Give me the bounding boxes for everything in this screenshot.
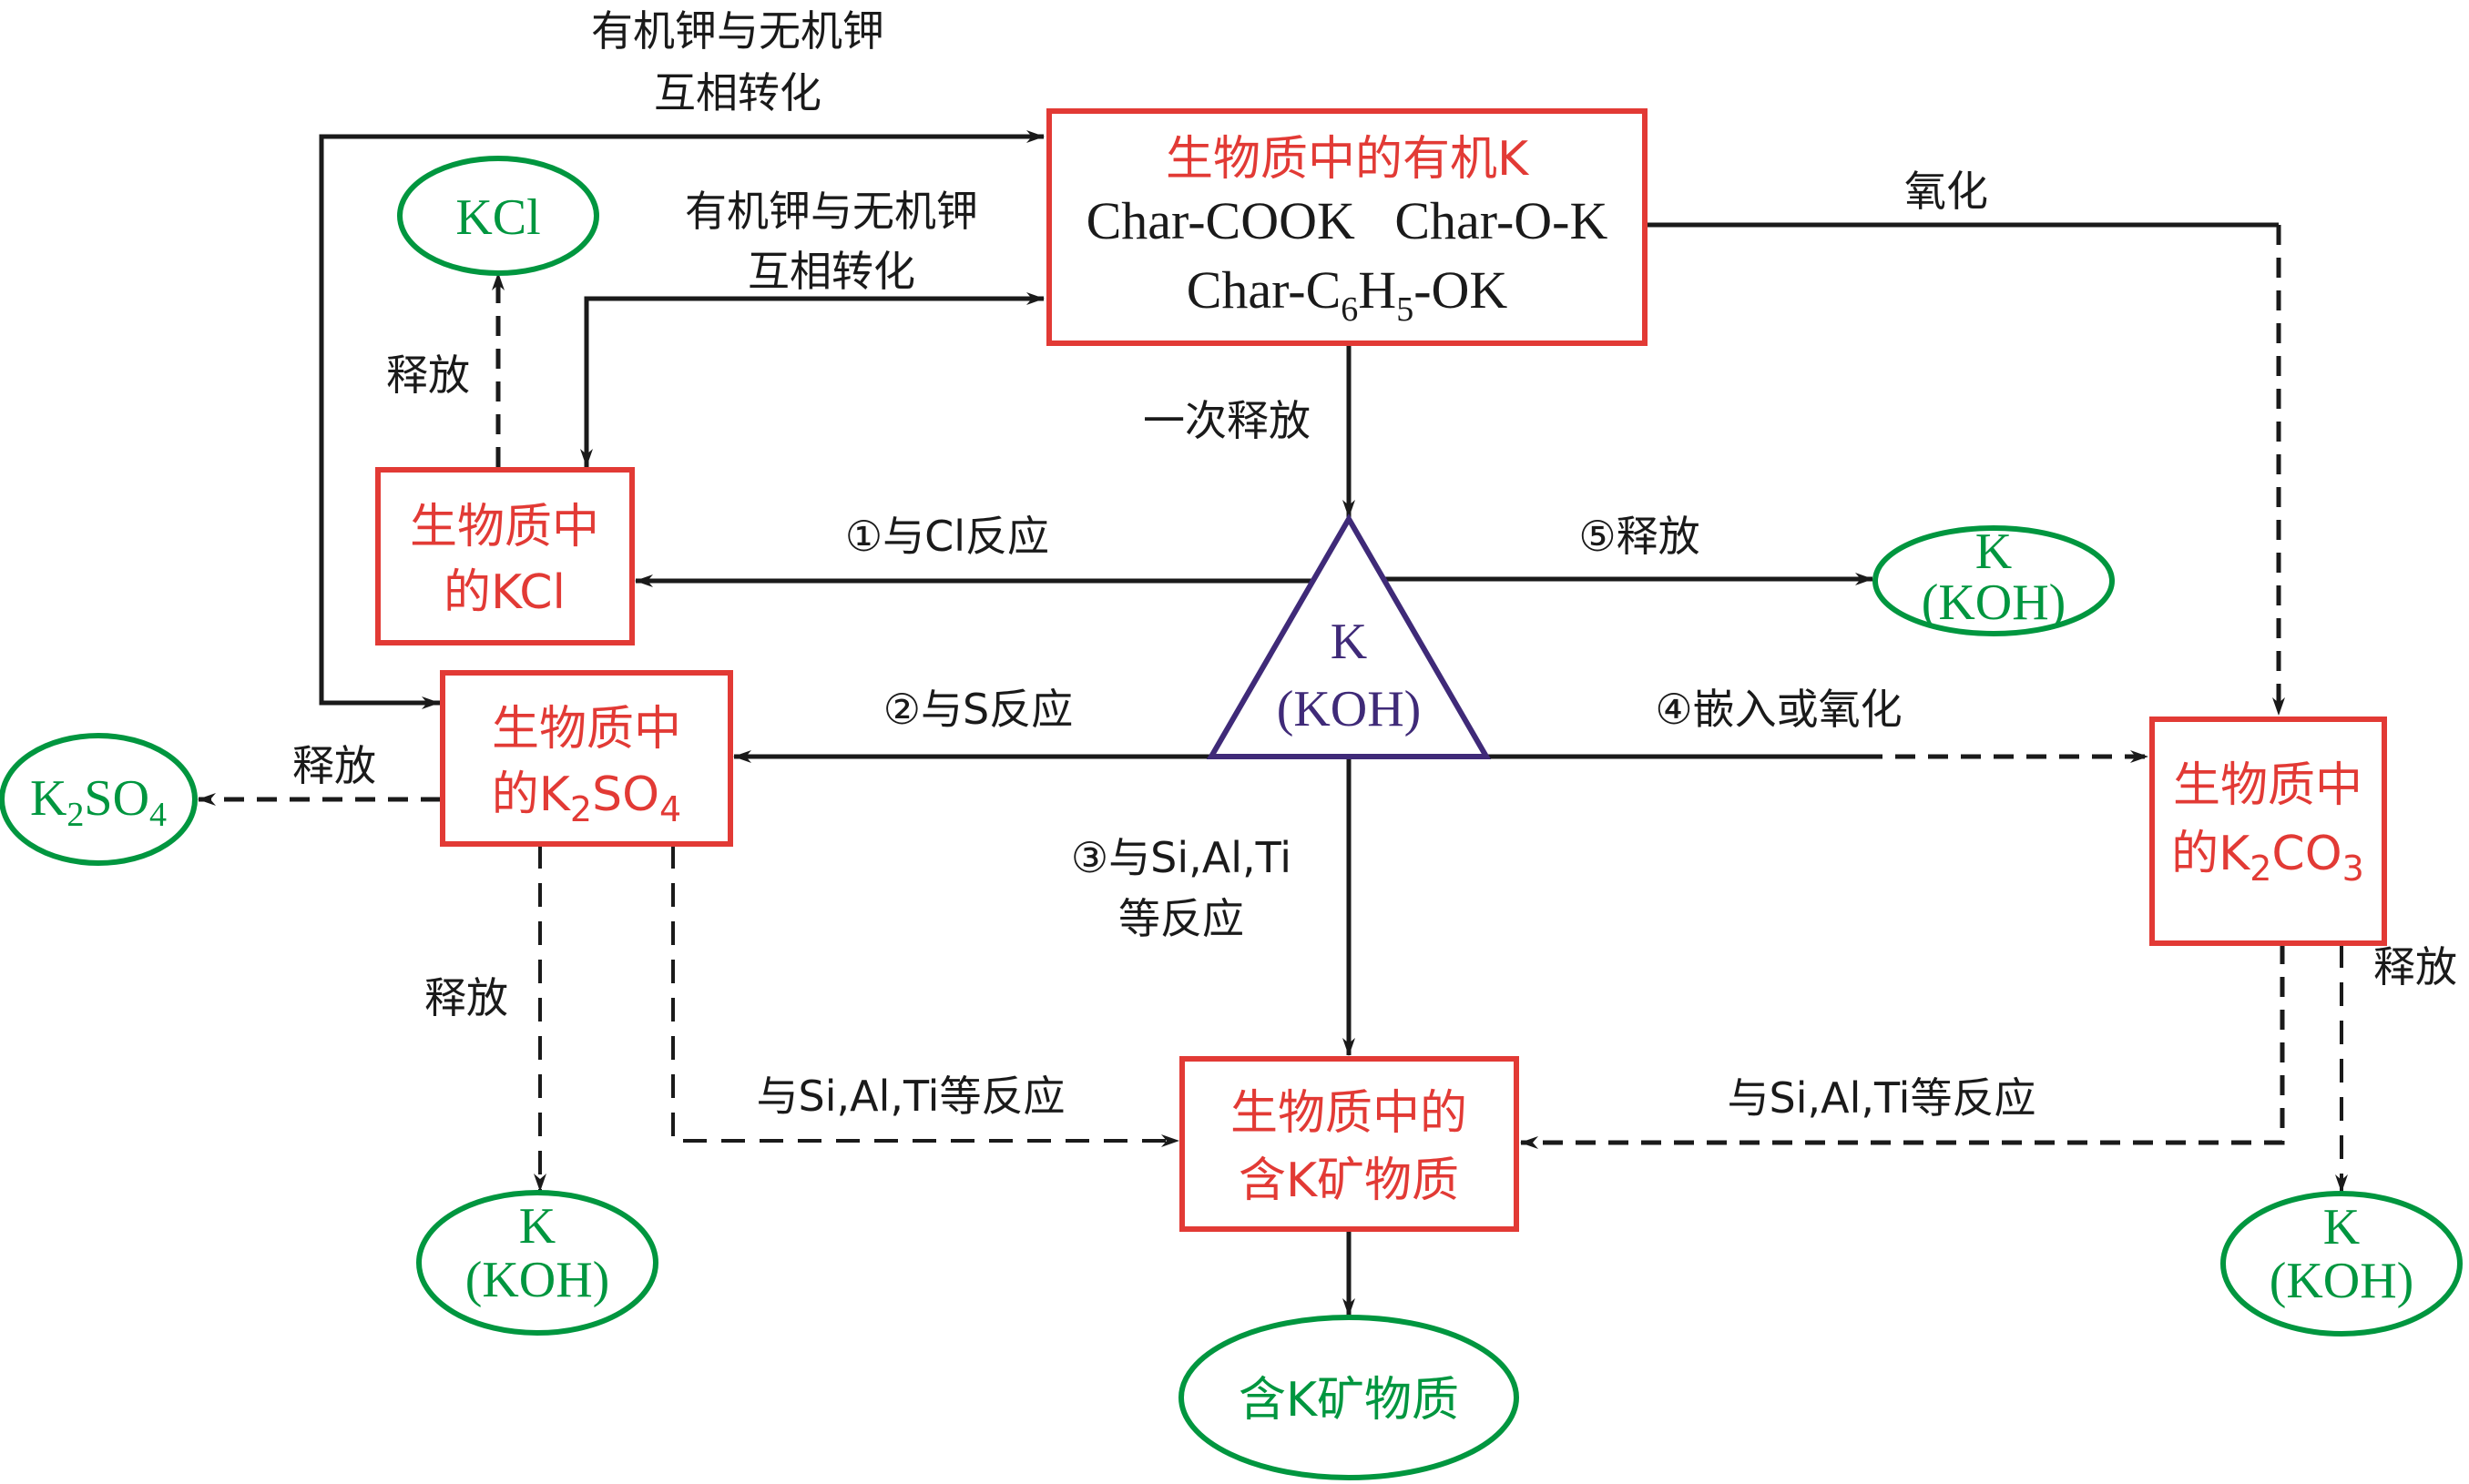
step1-label: ①与Cl反应: [845, 512, 1049, 561]
step5-label: ⑤释放: [1578, 512, 1699, 561]
kcl-product-label: KCl: [455, 189, 540, 246]
kcl-box-line1: 生物质中: [410, 500, 599, 554]
organic-k-formula-1: Char-COOK Char-O-K: [1087, 191, 1608, 250]
k2co3-release-label: 释放: [2373, 942, 2457, 991]
mineral-product-node[interactable]: 含K矿物质: [1178, 1315, 1519, 1480]
outer-conversion-label-2: 互相转化: [654, 68, 821, 117]
center-k-label: K: [1331, 614, 1367, 670]
koh-bottom-left-koh-label: (KOH): [465, 1252, 610, 1308]
koh-bottom-right-k-label: K: [2323, 1199, 2360, 1255]
k2co3-box-line2: 的K2CO3: [2171, 827, 2364, 889]
mineral-product-label: 含K矿物质: [1239, 1373, 1459, 1428]
left-react-label: 与Si,Al,Ti等反应: [757, 1072, 1066, 1121]
center-k-triangle[interactable]: K (KOH): [1206, 513, 1492, 759]
k2co3-box-line1: 生物质中: [2173, 758, 2362, 813]
step4-label: ④嵌入或氧化: [1655, 685, 1902, 734]
k2so4-react-arrow: [671, 845, 1179, 1147]
inner-conversion-label-1: 有机钾与无机钾: [685, 187, 978, 236]
k2so4-release-left-label: 释放: [292, 741, 376, 790]
koh-right-k-label: K: [1975, 523, 2012, 580]
inner-conversion-label-2: 互相转化: [748, 247, 915, 296]
koh-right-koh-label: (KOH): [1922, 574, 2066, 631]
mineral-box-line1: 生物质中的: [1230, 1086, 1467, 1141]
right-react-label: 与Si,Al,Ti等反应: [1728, 1073, 2036, 1123]
koh-bottom-left-node[interactable]: K (KOH): [416, 1190, 658, 1336]
kcl-release-label: 释放: [386, 351, 470, 400]
k2so4-product-label: K2SO4: [30, 770, 167, 834]
inner-conversion-arrow: [584, 292, 1045, 467]
step2-label: ②与S反应: [883, 685, 1073, 734]
kcl-box-line2: 的KCl: [444, 565, 566, 620]
k2so4-box-line1: 生物质中: [492, 702, 681, 757]
oxidation-label: 氧化: [1904, 167, 1988, 216]
k2co3-box-node[interactable]: 生物质中 的K2CO3: [2149, 717, 2387, 946]
k2so4-release-down-label: 释放: [424, 973, 508, 1022]
k2so4-box-node[interactable]: 生物质中 的K2SO4: [440, 670, 733, 847]
outer-conversion-label-1: 有机钾与无机钾: [591, 6, 884, 56]
k2co3-react-arrow: [1520, 944, 2285, 1149]
k2so4-box-line2: 的K2SO4: [492, 767, 681, 829]
step3-label-2: 等反应: [1118, 894, 1244, 943]
organic-k-node[interactable]: 生物质中的有机K Char-COOK Char-O-K Char-C6H5-OK: [1046, 108, 1648, 346]
kcl-product-node[interactable]: KCl: [397, 156, 599, 276]
organic-k-title: 生物质中的有机K: [1166, 132, 1530, 187]
primary-release-label: 一次释放: [1143, 396, 1311, 445]
organic-k-formula-2: Char-C6H5-OK: [1187, 260, 1508, 329]
mineral-box-node[interactable]: 生物质中的 含K矿物质: [1179, 1056, 1519, 1232]
k2so4-product-node[interactable]: K2SO4: [0, 733, 198, 866]
mineral-box-line2: 含K矿物质: [1239, 1154, 1459, 1208]
step3-label-1: ③与Si,Al,Ti: [1071, 833, 1291, 882]
koh-bottom-right-node[interactable]: K (KOH): [2220, 1191, 2463, 1337]
koh-right-ellipse[interactable]: K (KOH): [1872, 523, 2115, 636]
koh-bottom-right-koh-label: (KOH): [2270, 1253, 2414, 1309]
kcl-box-node[interactable]: 生物质中 的KCl: [375, 467, 635, 645]
center-koh-label: (KOH): [1277, 681, 1422, 737]
koh-bottom-left-k-label: K: [519, 1198, 556, 1255]
